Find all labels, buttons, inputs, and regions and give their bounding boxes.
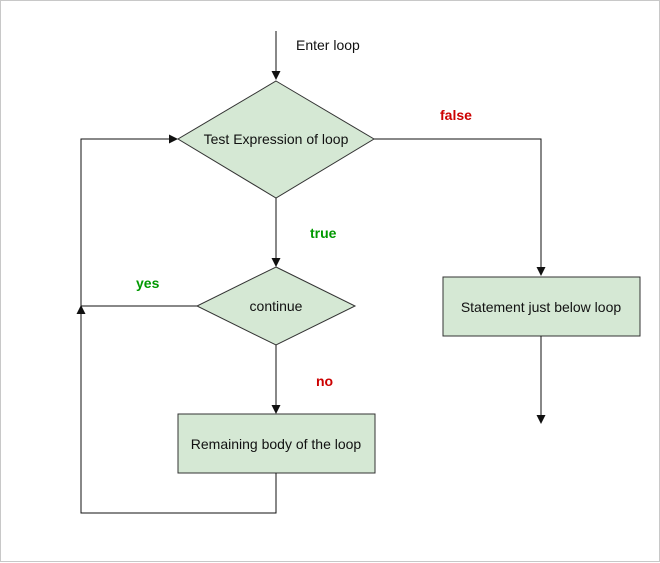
statement-below-label: Statement just below loop: [461, 299, 622, 315]
false-path-line: [374, 138, 542, 267]
false-arrowhead: [536, 267, 546, 276]
exit-arrowhead: [536, 415, 546, 424]
enter-loop-label: Enter loop: [296, 37, 360, 53]
statement-below-box: [442, 276, 641, 337]
no-label: no: [316, 373, 333, 389]
yes-label: yes: [136, 275, 160, 291]
no-arrowhead: [271, 405, 281, 414]
false-label: false: [440, 107, 472, 123]
remaining-body-box: [177, 413, 376, 474]
true-label: true: [310, 225, 337, 241]
body-return-arrowhead: [76, 305, 86, 314]
enter-arrowhead: [271, 71, 281, 80]
loop-back-arrowhead: [169, 134, 178, 144]
loop-back-line: [80, 138, 169, 306]
test-expression-label: Test Expression of loop: [204, 131, 349, 147]
true-arrowhead: [271, 258, 281, 267]
body-return-line: [80, 314, 277, 514]
remaining-body-label: Remaining body of the loop: [191, 436, 362, 452]
continue-label: continue: [250, 298, 303, 314]
